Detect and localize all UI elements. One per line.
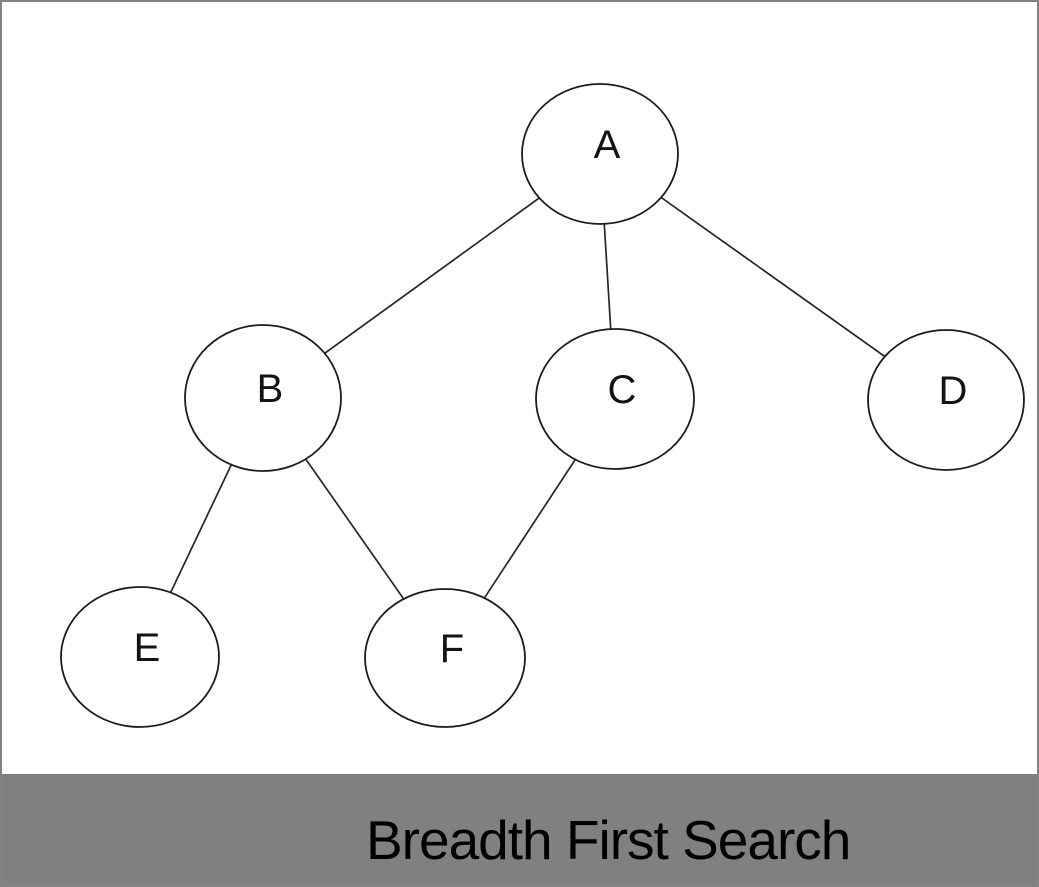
node-E-label: E [134,626,161,670]
node-D: D [867,329,1025,471]
slide-title: Breadth First Search [366,809,851,871]
node-C-label: C [608,368,637,412]
node-F-label: F [440,627,464,671]
node-B-circle [184,324,342,472]
node-B-label: B [257,367,284,411]
node-B: B [184,324,342,472]
node-C-circle [535,328,695,470]
node-E: E [60,586,220,728]
node-A-circle [521,83,679,225]
title-banner: Breadth First Search [2,774,1037,885]
node-A: A [521,83,679,225]
node-A-label: A [594,123,621,167]
node-C: C [535,328,695,470]
node-F: F [364,588,526,728]
node-D-label: D [939,369,968,413]
node-F-circle [364,588,526,728]
node-E-circle [60,586,220,728]
node-D-circle [867,329,1025,471]
nodes-layer: A B C D E F [60,83,1025,728]
